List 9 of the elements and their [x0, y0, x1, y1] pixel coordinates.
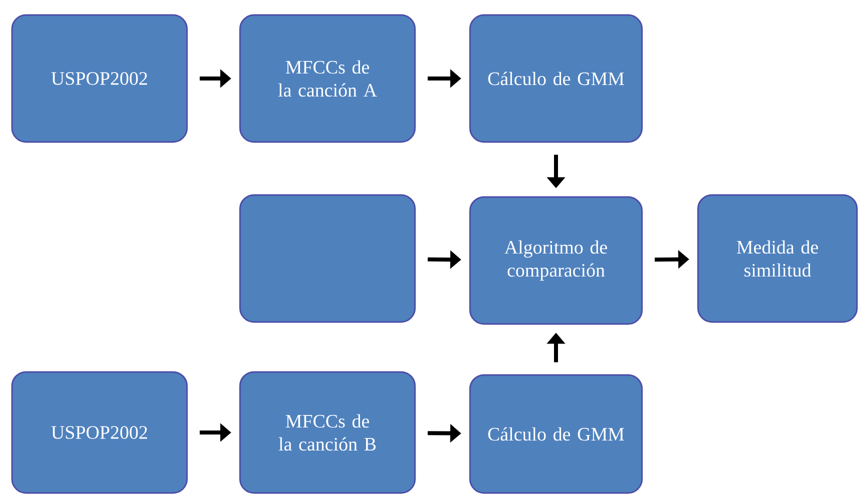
process-box: Medida de similitud [697, 194, 858, 323]
process-box: USPOP2002 [11, 14, 188, 143]
empty-box [239, 194, 416, 323]
process-box: Cálculo de GMM [469, 14, 643, 143]
process-box: Cálculo de GMM [469, 374, 643, 494]
process-box: USPOP2002 [11, 371, 188, 494]
process-box: MFCCs de la canción B [239, 371, 416, 494]
process-box: Algoritmo de comparación [469, 196, 643, 325]
process-box: MFCCs de la canción A [239, 14, 416, 143]
